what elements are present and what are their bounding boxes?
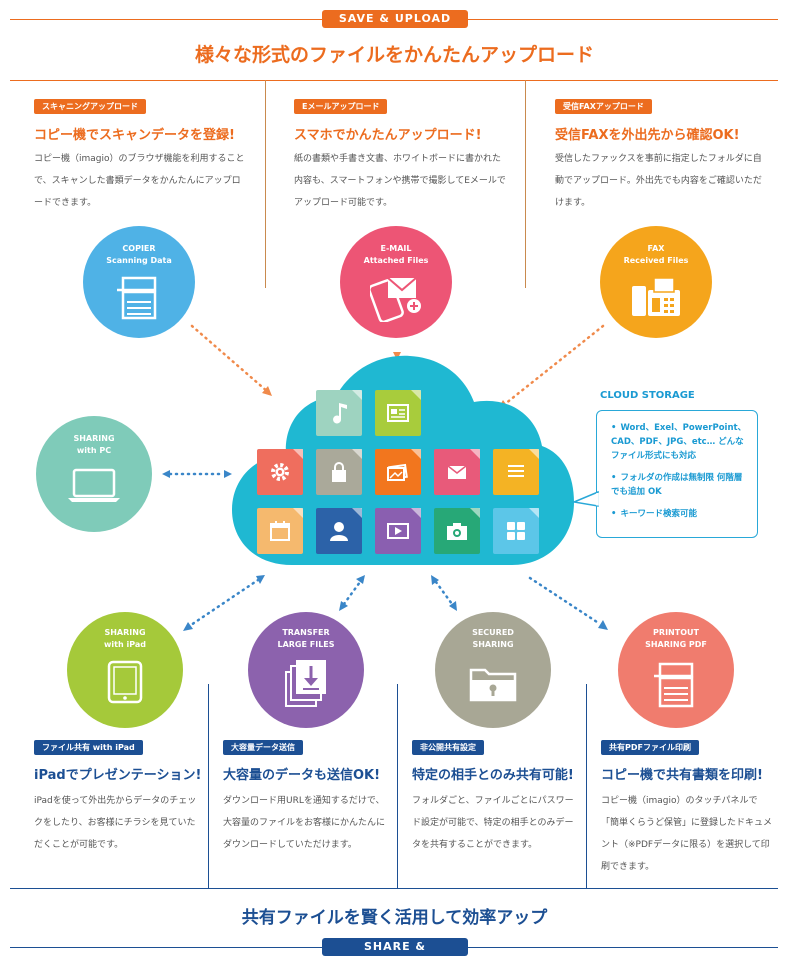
copier-icon: [117, 276, 157, 320]
share-download-badge: SHARE & DOWNLOAD: [322, 938, 468, 968]
feature-item: •フォルダの作成は無制限 何階層でも追加 OK: [611, 473, 743, 497]
fax-icon: [632, 277, 680, 316]
copier-label-1: COPIER: [122, 244, 156, 253]
file-tile: [316, 390, 362, 436]
ipad-share-title: iPadでプレゼンテーション!: [34, 768, 202, 783]
secured-circle: SECURED SHARING: [435, 612, 551, 728]
fax-upload-title: 受信FAXを外出先から確認OK!: [555, 128, 740, 143]
share-heading: 共有ファイルを賢く活用して効率アップ: [241, 908, 548, 928]
file-tile: [375, 390, 421, 436]
secured-label-1: SECURED: [472, 628, 514, 637]
printout-circle: PRINTOUT SHARING PDF: [618, 612, 734, 728]
calendar-icon: [270, 521, 290, 541]
file-tile: [316, 449, 362, 495]
image-icon: [387, 463, 408, 481]
fax-label-2: Received Files: [623, 256, 689, 265]
email-upload-title: スマホでかんたんアップロード!: [294, 128, 482, 143]
transfer-share-title: 大容量のデータも送信OK!: [223, 768, 381, 783]
bottom-heading-rule: [10, 888, 778, 889]
pc-label-1: SHARING: [73, 434, 115, 443]
ipad-circle: SHARING with iPad: [67, 612, 183, 728]
scanning-upload-tag: スキャニングアップロード: [34, 99, 146, 114]
feature-item: •Word、Exel、PowerPoint、CAD、PDF、JPG、etc… ど…: [611, 423, 747, 461]
cloud-storage-title: CLOUD STORAGE: [600, 390, 695, 401]
printout-share-title: コピー機で共有書類を印刷!: [601, 768, 763, 783]
pc-circle: SHARING with PC: [36, 416, 152, 532]
secured-share-tag: 非公開共有設定: [412, 740, 484, 755]
file-tile: [493, 449, 539, 495]
file-tile: [316, 508, 362, 554]
printout-share-tag: 共有PDFファイル印刷: [601, 740, 699, 755]
bottom-rule-right: [468, 947, 778, 948]
transfer-share-desc: ダウンロード用URLを通知するだけで、大容量のファイルをお客様にかんたんにダウン…: [223, 796, 386, 850]
cloud-storage-callout: •Word、Exel、PowerPoint、CAD、PDF、JPG、etc… ど…: [596, 410, 758, 538]
column-separator: [265, 80, 266, 288]
secured-share-title: 特定の相手とのみ共有可能!: [412, 768, 574, 783]
smartphone-mail-icon: [370, 277, 421, 322]
copier-label-2: Scanning Data: [106, 256, 172, 265]
save-upload-badge: SAVE & UPLOAD: [322, 10, 468, 28]
column-separator: [586, 684, 587, 888]
ipad-share-tag: ファイル共有 with iPad: [34, 740, 143, 755]
fax-upload-desc: 受信したファックスを事前に指定したフォルダに自動でアップロード。外出先でも内容を…: [555, 154, 762, 208]
transfer-share-tag: 大容量データ送信: [223, 740, 303, 755]
pc-label-2: with PC: [76, 446, 112, 455]
email-upload-tag: Eメールアップロード: [294, 99, 388, 114]
email-upload-desc: 紙の書類や手書き文書、ホワイトボードに書かれた内容も、スマートフォンや携帯で撮影…: [294, 154, 506, 208]
printout-label-1: PRINTOUT: [653, 628, 699, 637]
column-separator: [208, 684, 209, 888]
email-circle: E-MAIL Attached Files: [340, 226, 452, 338]
printout-label-2: SHARING PDF: [645, 640, 707, 649]
secured-label-2: SHARING: [472, 640, 514, 649]
ipad-label-2: with iPad: [104, 640, 146, 649]
camera-icon: [447, 523, 467, 540]
laptop-icon: [68, 468, 120, 502]
heading-rule: [10, 80, 778, 81]
callout-pointer: [572, 490, 599, 507]
file-tile: [434, 508, 480, 554]
apps-icon: [507, 522, 525, 540]
document-icon: [387, 404, 409, 422]
ipad-label-1: SHARING: [104, 628, 146, 637]
file-tile: [434, 449, 480, 495]
gear-icon: [271, 463, 289, 481]
transfer-label-2: LARGE FILES: [277, 640, 335, 649]
file-tile: [257, 508, 303, 554]
mail-icon: [447, 465, 467, 479]
music-icon: [333, 403, 347, 424]
fax-circle: FAX Received Files: [600, 226, 712, 338]
printer-icon: [654, 662, 694, 708]
upload-heading: 様々な形式のファイルをかんたんアップロード: [194, 44, 594, 66]
column-separator: [525, 80, 526, 288]
fax-upload-tag: 受信FAXアップロード: [555, 99, 652, 114]
ipad-share-desc: iPadを使って外出先からデータのチェックをしたり、お客様にチラシを見ていただく…: [34, 796, 197, 850]
email-label-1: E-MAIL: [380, 244, 412, 253]
file-tile: [493, 508, 539, 554]
column-separator: [397, 684, 398, 888]
top-rule-right: [468, 19, 778, 20]
bottom-rule-left: [10, 947, 322, 948]
person-icon: [330, 522, 348, 541]
download-files-icon: [285, 660, 326, 707]
transfer-label-1: TRANSFER: [282, 628, 330, 637]
lock-icon: [332, 462, 346, 482]
secured-share-desc: フォルダごと、ファイルごとにパスワード設定が可能で、特定の相手とのみデータを共有…: [412, 796, 574, 850]
copier-circle: COPIER Scanning Data: [83, 226, 195, 338]
locked-folder-icon: [469, 668, 517, 702]
tablet-icon: [107, 660, 143, 704]
printout-share-desc: コピー機（imagio）のタッチパネルで「簡単くらうど保管」に登録したドキュメン…: [601, 796, 773, 872]
video-icon: [387, 523, 409, 539]
top-rule-left: [10, 19, 322, 20]
text-icon: [508, 465, 524, 477]
file-tile: [375, 508, 421, 554]
file-tile: [375, 449, 421, 495]
transfer-circle: TRANSFER LARGE FILES: [248, 612, 364, 728]
feature-item: •キーワード検索可能: [611, 509, 697, 519]
scanning-upload-title: コピー機でスキャンデータを登録!: [34, 128, 235, 143]
scanning-upload-desc: コピー機（imagio）のブラウザ機能を利用することで、スキャンした書類データを…: [34, 154, 245, 208]
fax-label-1: FAX: [647, 244, 665, 253]
email-label-2: Attached Files: [363, 256, 429, 265]
file-tile: [257, 449, 303, 495]
